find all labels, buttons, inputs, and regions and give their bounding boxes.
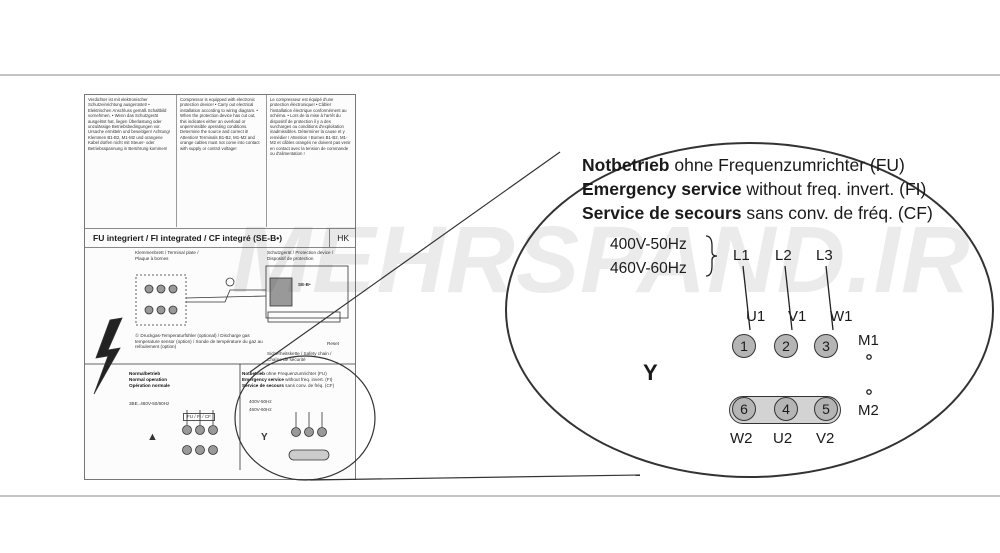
motor-v2: V2 [816, 430, 835, 447]
sensor-note: ① Druckgas-Temperaturfühler (optional) /… [135, 333, 263, 350]
zoom-rest-fr: sans conv. de fréq. (CF) [741, 203, 933, 223]
zoom-line-bottom [309, 474, 641, 481]
delta-symbol: ▲ [147, 431, 158, 443]
german-column: Verdichter ist mit elektronischer Schutz… [85, 95, 177, 227]
zoom-rest-de: ohne Frequenzumrichter (FU) [669, 155, 905, 175]
emerg-rest-fr: sans conv. de fréq. (CF) [283, 383, 335, 388]
normal-bold-fr: Opération normale [129, 383, 170, 388]
bottom-divider [0, 495, 1000, 497]
label-m1: M1 [858, 332, 879, 349]
normal-operation-fr: Opération normale [129, 383, 170, 389]
safety-chain-label: Sicherheitskette / Safety chain / Chaîne… [267, 351, 332, 362]
star-connection-symbol: Y [643, 360, 658, 385]
normal-bold-de: Normalbetrieb [129, 371, 161, 376]
motor-w2: W2 [730, 430, 753, 447]
sheet-header-title: FU integriert / FI integrated / CF integ… [93, 233, 283, 243]
normal-operation-de: Normalbetrieb [129, 371, 160, 377]
emergency-service-de: Notbetrieb ohne Frequenzumrichter (FU) [242, 371, 327, 377]
emerg-rest-en: without freq. invert. (FI) [283, 377, 333, 382]
small-star-symbol: Y [261, 432, 268, 443]
small-voltage-1: 400V-50Hz [249, 399, 272, 404]
line-l2: L2 [775, 247, 792, 264]
terminal-6: 6 [732, 397, 756, 421]
normal-bold-en: Normal operation [129, 377, 168, 382]
top-divider [0, 74, 1000, 76]
small-voltage-2: 460V-60Hz [249, 407, 272, 412]
french-text: Le compresseur est équipé d'une protecti… [270, 97, 351, 157]
emerg-bold-en: Emergency service [242, 377, 284, 382]
emergency-service-en: Emergency service without freq. invert. … [242, 377, 332, 383]
label-m2: M2 [858, 402, 879, 419]
motor-u1: U1 [746, 308, 766, 325]
terminal-3: 3 [814, 334, 838, 358]
zoom-line-french: Service de secours sans conv. de fréq. (… [582, 203, 933, 224]
voltage-460: 460V-60Hz [610, 260, 687, 277]
english-text: Compressor is equipped with electronic p… [180, 97, 260, 151]
terminal-5: 5 [814, 397, 838, 421]
zoom-bold-en: Emergency service [582, 179, 742, 199]
terminal-1: 1 [732, 334, 756, 358]
watermark: MEHRSPAND.IR [232, 207, 971, 313]
emerg-bold-fr: Service de secours [242, 383, 284, 388]
fu-box-label: FU / FI / CF [183, 413, 215, 421]
voltage-400: 400V-50Hz [610, 236, 687, 253]
small-voltage-label: 3BE..460V-50/60Hz [129, 401, 170, 406]
english-column: Compressor is equipped with electronic p… [177, 95, 267, 227]
zoom-line-english: Emergency service without freq. invert. … [582, 179, 926, 200]
zoom-line-german: Notbetrieb ohne Frequenzumrichter (FU) [582, 155, 905, 176]
normal-operation-en: Normal operation [129, 377, 167, 383]
reset-label: Reset [327, 341, 340, 346]
emerg-bold-de: Notbetrieb [242, 371, 265, 376]
zoom-bold-de: Notbetrieb [582, 155, 670, 175]
line-l3: L3 [816, 247, 833, 264]
motor-w1: W1 [830, 308, 853, 325]
motor-u2: U2 [773, 430, 793, 447]
terminal-2: 2 [774, 334, 798, 358]
zoom-rest-en: without freq. invert. (FI) [741, 179, 927, 199]
emerg-rest-de: ohne Frequenzumrichter (FU) [264, 371, 327, 376]
german-text: Verdichter ist mit elektronischer Schutz… [88, 97, 170, 151]
zoom-bold-fr: Service de secours [582, 203, 742, 223]
line-l1: L1 [733, 247, 750, 264]
french-column: Le compresseur est équipé d'une protecti… [267, 95, 355, 227]
terminal-4: 4 [774, 397, 798, 421]
terminal-plate-label: Klemmenbrett / Terminal plate / Plaque à… [135, 250, 199, 261]
emergency-service-fr: Service de secours sans conv. de fréq. (… [242, 383, 334, 389]
